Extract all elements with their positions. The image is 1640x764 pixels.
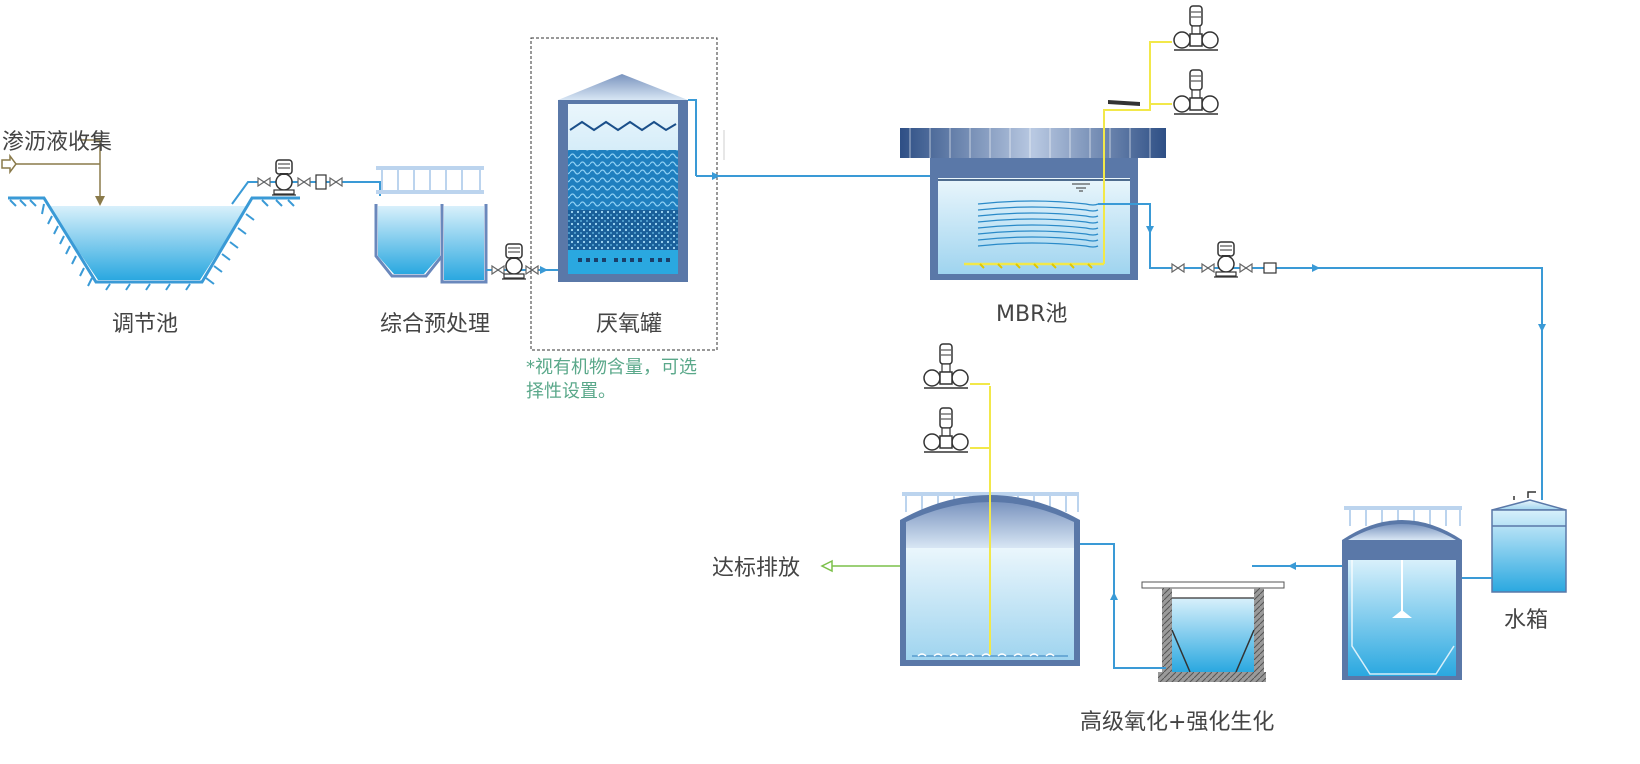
label-mbr-tank: MBR池: [996, 302, 1068, 327]
mbr-tank: [900, 128, 1166, 280]
leachate-inlet: [1, 139, 105, 206]
pipe-pond-to-pretreatment: [231, 159, 381, 205]
note-optional-line2: 择性设置。: [526, 381, 616, 402]
label-leachate-collection: 渗沥液收集: [2, 130, 113, 155]
discharge-outlet: [820, 559, 900, 573]
pretreatment-unit: [374, 166, 488, 284]
water-tank: [1491, 491, 1567, 593]
label-advanced-oxidation-bio: 高级氧化+强化生化: [1080, 710, 1275, 735]
label-pretreatment: 综合预处理: [380, 312, 491, 337]
pipe-mbr-to-water-tank: [1098, 203, 1546, 500]
bio-air-blowers: [923, 343, 990, 453]
pipe-pretreatment-to-anaerobic: [486, 243, 560, 280]
pipe-anaerobic-to-mbr: [696, 130, 930, 180]
bio-tank: [900, 386, 1080, 666]
label-discharge: 达标排放: [712, 556, 801, 581]
pipe-oxidation-to-bio: [1080, 543, 1166, 669]
label-equalization-pond: 调节池: [112, 312, 179, 337]
equalization-pond: [8, 196, 300, 291]
oxidation-tank: [1141, 581, 1285, 682]
mbr-air-blowers: [1103, 5, 1219, 264]
clarifier-tank: [1288, 506, 1462, 680]
label-anaerobic-tank: 厌氧罐: [596, 312, 663, 337]
note-optional-line1: *视有机物含量，可选: [526, 357, 697, 378]
anaerobic-tank: [530, 37, 718, 351]
label-water-tank: 水箱: [1504, 608, 1549, 633]
